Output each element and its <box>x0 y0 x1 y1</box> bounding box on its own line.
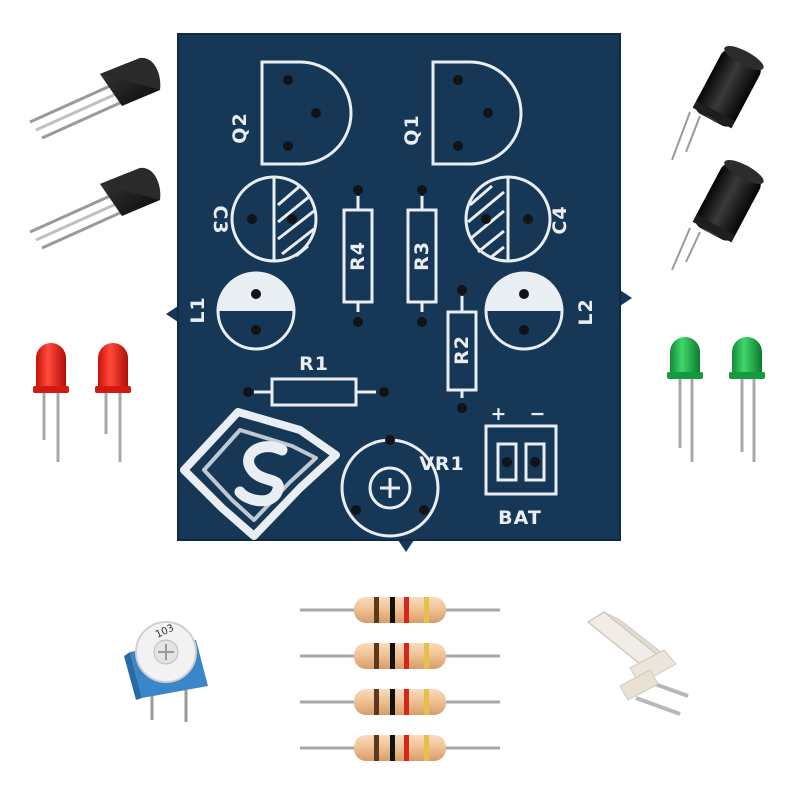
c3-footprint: C3 <box>209 175 318 263</box>
label-minus: − <box>530 403 547 425</box>
q1-footprint: Q1 <box>401 60 523 166</box>
red-led-2 <box>95 343 131 462</box>
label-bat: BAT <box>498 507 542 529</box>
resistor-3 <box>300 689 500 715</box>
label-c4: C4 <box>549 205 571 234</box>
resistor-4 <box>300 735 500 761</box>
r3-footprint: R3 <box>406 185 438 327</box>
label-r2: R2 <box>451 335 473 365</box>
label-q1: Q1 <box>401 114 423 145</box>
label-r3: R3 <box>411 241 433 271</box>
label-l1: L1 <box>187 296 209 323</box>
red-led-1 <box>33 343 69 462</box>
label-q2: Q2 <box>229 112 251 143</box>
green-led-2 <box>729 337 765 462</box>
green-led-1 <box>667 337 703 462</box>
transistor-2 <box>29 167 161 250</box>
label-vr1: VR1 <box>419 453 465 475</box>
label-l2: L2 <box>575 298 597 325</box>
resistor-2 <box>300 643 500 669</box>
transistor-1 <box>29 57 161 140</box>
capacitor-1 <box>671 45 764 161</box>
label-c3: C3 <box>209 205 231 234</box>
r1-footprint: R1 <box>243 353 389 407</box>
r4-footprint: R4 <box>342 185 374 327</box>
vr1-footprint: VR1 <box>340 435 465 538</box>
resistor-1 <box>300 597 500 623</box>
label-plus: + <box>491 403 508 425</box>
capacitor-2 <box>671 159 764 271</box>
logo-shield <box>180 408 340 540</box>
q2-footprint: Q2 <box>229 60 353 166</box>
l1-footprint: L1 <box>187 271 296 351</box>
battery-connector <box>586 611 689 716</box>
label-r1: R1 <box>299 353 329 375</box>
c4-footprint: C4 <box>464 175 571 263</box>
l2-footprint: L2 <box>484 271 597 351</box>
trimmer-potentiometer: 103 <box>124 621 208 722</box>
r2-footprint: R2 <box>446 285 478 413</box>
label-r4: R4 <box>347 241 369 271</box>
bat-footprint: + − BAT <box>484 403 558 529</box>
pcb-board: Q2 Q1 C3 C4 <box>166 33 632 552</box>
